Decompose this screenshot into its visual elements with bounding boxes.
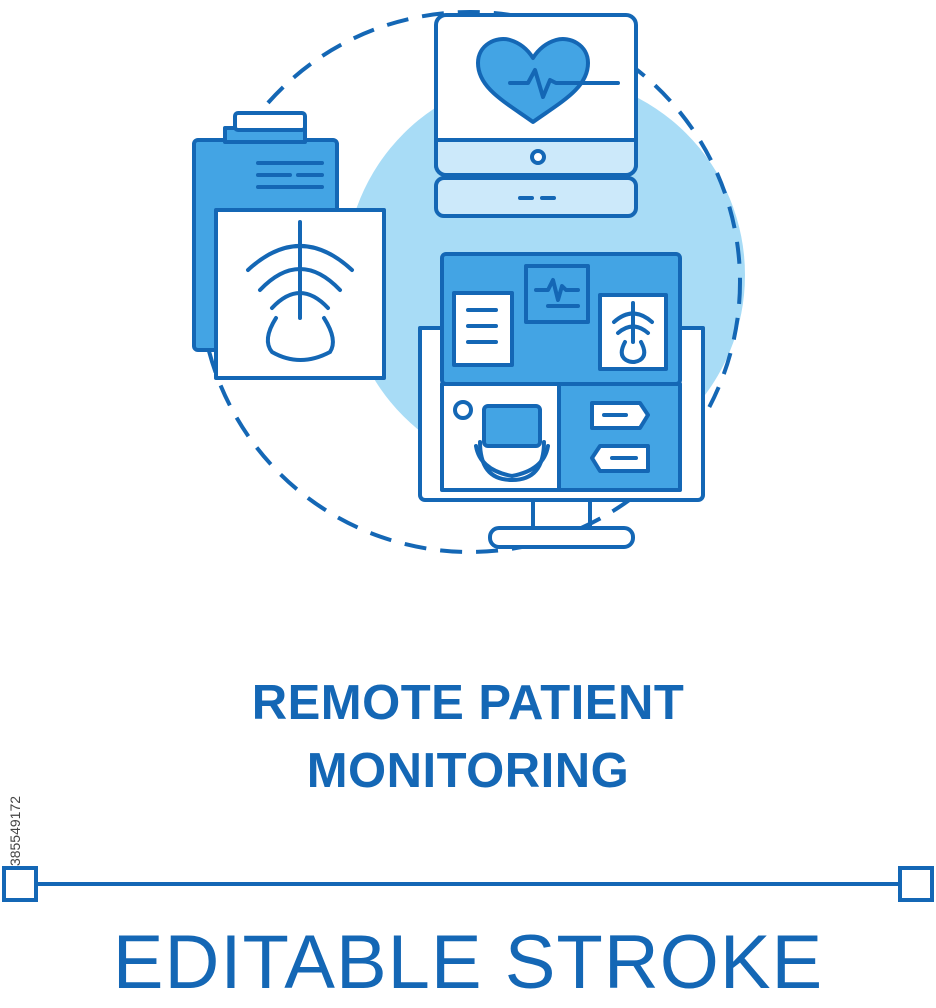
stock-id-label: 385549172 bbox=[7, 795, 23, 867]
clipboard-xray-icon bbox=[192, 111, 386, 380]
telemedicine-screen-icon bbox=[418, 252, 705, 549]
stroke-handle-right-icon bbox=[898, 866, 934, 902]
document-icon bbox=[452, 291, 514, 367]
doctor-avatar-icon bbox=[453, 400, 550, 482]
stroke-handle-left-icon bbox=[2, 866, 38, 902]
chat-bubbles-icon bbox=[590, 401, 650, 473]
page-title-line-2: MONITORING bbox=[306, 744, 630, 798]
page-title-line-1: REMOTE PATIENT bbox=[251, 676, 685, 730]
remote-patient-monitoring-illustration bbox=[192, 10, 745, 554]
editable-stroke-label: EDITABLE STROKE bbox=[112, 920, 824, 1005]
heart-monitor-icon bbox=[434, 13, 638, 218]
xray-icon bbox=[598, 293, 668, 371]
ecg-chart-icon bbox=[524, 264, 590, 324]
editable-stroke-line-icon bbox=[2, 866, 934, 902]
